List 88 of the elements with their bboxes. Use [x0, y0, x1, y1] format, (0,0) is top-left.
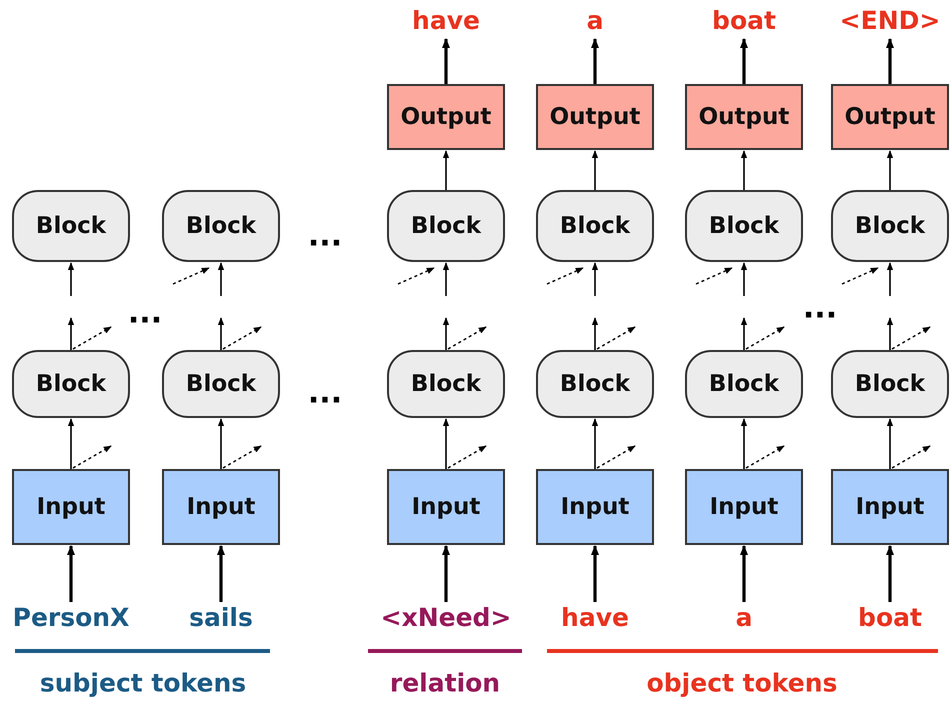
- output-box: Output: [685, 84, 803, 150]
- block-box: Block: [685, 190, 803, 262]
- dashed-arrow: [72, 445, 112, 469]
- input-token: sails: [151, 600, 291, 634]
- ellipsis: ...: [128, 296, 162, 330]
- dashed-arrow: [892, 326, 931, 350]
- ellipsis: ...: [308, 376, 342, 410]
- arrow: [592, 150, 598, 190]
- arrow: [886, 317, 894, 350]
- arrow: [592, 317, 598, 350]
- group-label: subject tokens: [40, 668, 246, 698]
- arrow: [886, 150, 894, 190]
- arrow: [442, 150, 450, 190]
- input-token: PersonX: [1, 600, 141, 634]
- arrow: [218, 418, 224, 469]
- input-token: have: [525, 600, 665, 634]
- arrow: [218, 317, 224, 350]
- dashed-arrow: [398, 267, 435, 285]
- block-box: Block: [387, 190, 505, 262]
- dashed-arrow: [892, 445, 931, 469]
- dashed-arrow: [746, 445, 785, 469]
- output-box: Output: [536, 84, 654, 150]
- output-token: boat: [689, 3, 799, 37]
- dashed-arrow: [172, 267, 210, 285]
- dashed-arrow: [596, 326, 636, 350]
- output-box: Output: [387, 84, 505, 150]
- input-box: Input: [387, 469, 505, 545]
- arrow: [67, 545, 75, 602]
- ellipsis: ...: [308, 218, 342, 254]
- arrow: [217, 545, 225, 602]
- arrow: [740, 262, 748, 296]
- arrow: [591, 545, 599, 602]
- arrow: [740, 38, 748, 84]
- block-box: Block: [536, 190, 654, 262]
- group-label: relation: [390, 668, 500, 698]
- arrow: [740, 418, 748, 469]
- block-box: Block: [162, 350, 280, 418]
- block-box: Block: [685, 350, 803, 418]
- block-box: Block: [162, 190, 280, 262]
- input-box: Input: [162, 469, 280, 545]
- arrow: [591, 38, 599, 84]
- input-token: a: [674, 600, 814, 634]
- dashed-arrow: [448, 445, 487, 469]
- arrow: [442, 317, 450, 350]
- dashed-arrow: [222, 326, 262, 350]
- arrow: [740, 150, 748, 190]
- arrow: [886, 38, 894, 84]
- input-token: <xNeed>: [376, 600, 516, 634]
- output-token: a: [540, 3, 650, 37]
- dashed-arrow: [546, 267, 584, 285]
- input-box: Input: [685, 469, 803, 545]
- arrow: [740, 317, 748, 350]
- dashed-arrow: [448, 326, 487, 350]
- arrow: [442, 38, 450, 84]
- dashed-arrow: [842, 267, 879, 285]
- arrow: [442, 545, 450, 602]
- arrow: [68, 262, 74, 296]
- arrow: [886, 545, 894, 602]
- input-box: Input: [831, 469, 949, 545]
- block-box: Block: [536, 350, 654, 418]
- arrow: [218, 262, 224, 296]
- output-token: have: [391, 3, 501, 37]
- block-box: Block: [12, 190, 130, 262]
- block-box: Block: [387, 350, 505, 418]
- dashed-arrow: [746, 326, 785, 350]
- arrow: [442, 262, 450, 296]
- output-token: <END>: [835, 3, 945, 37]
- arrow: [68, 418, 74, 469]
- arrow: [886, 262, 894, 296]
- arrow: [68, 317, 74, 350]
- input-token: boat: [820, 600, 951, 634]
- arrow: [740, 545, 748, 602]
- arrow: [442, 418, 450, 469]
- output-box: Output: [831, 84, 949, 150]
- arrow: [592, 418, 598, 469]
- block-box: Block: [831, 350, 949, 418]
- ellipsis: ...: [802, 290, 838, 326]
- group-label: object tokens: [646, 668, 838, 698]
- dashed-arrow: [72, 326, 112, 350]
- block-box: Block: [12, 350, 130, 418]
- input-box: Input: [536, 469, 654, 545]
- dashed-arrow: [696, 267, 733, 285]
- dashed-arrow: [596, 445, 636, 469]
- arrow: [592, 262, 598, 296]
- arrow: [886, 418, 894, 469]
- block-box: Block: [831, 190, 949, 262]
- dashed-arrow: [222, 445, 262, 469]
- input-box: Input: [12, 469, 130, 545]
